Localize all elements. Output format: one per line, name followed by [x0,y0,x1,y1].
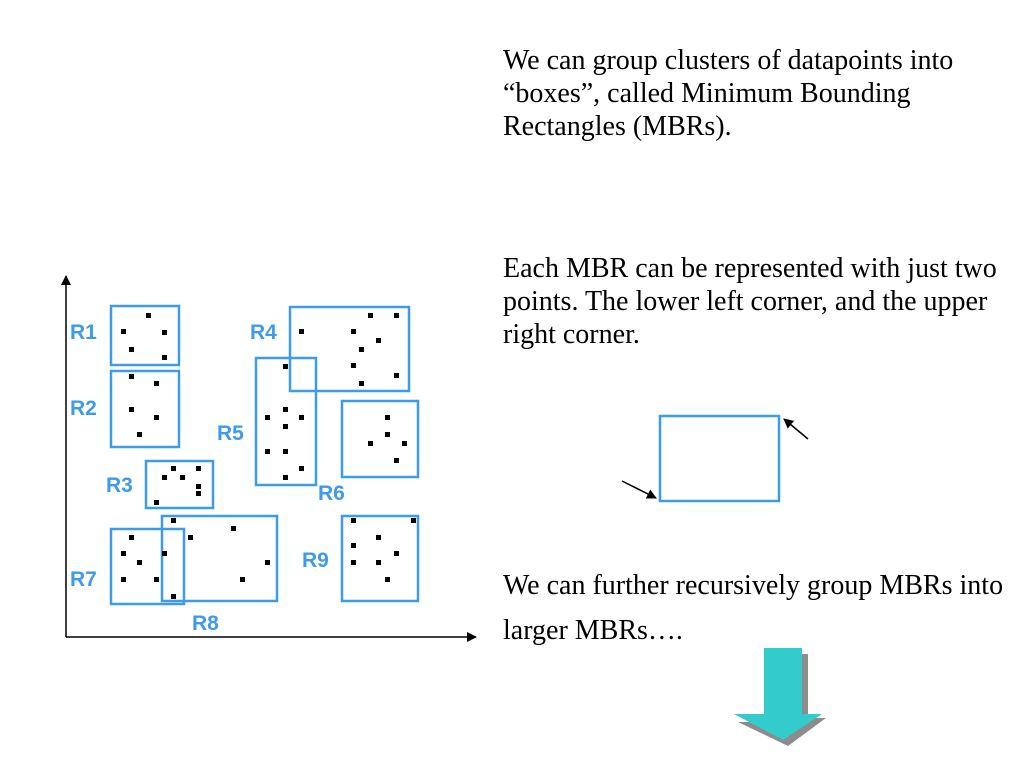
mbr-representation-paragraph: Each MBR can be represented with just tw… [503,253,997,350]
data-point [196,484,201,489]
data-point [351,543,356,548]
data-point [299,329,304,334]
data-point [162,330,167,335]
data-point [121,551,126,556]
data-point [351,560,356,565]
data-point [368,441,373,446]
intro-paragraph: We can group clusters of datapoints into… [503,45,954,142]
data-point [359,347,364,352]
data-point [411,518,416,523]
data-point [171,518,176,523]
data-point [351,329,356,334]
data-point [162,355,167,360]
data-point [231,526,236,531]
data-point [146,313,151,318]
label-r9: R9 [302,549,329,572]
mbr-r9 [340,514,420,603]
data-point [385,415,390,420]
data-points [121,313,416,599]
label-r3: R3 [106,474,133,497]
data-point [283,424,288,429]
mbr-r3 [144,459,215,510]
data-point [154,381,159,386]
mbr-r1 [109,304,181,367]
data-point [196,491,201,496]
data-point [368,313,373,318]
label-r2: R2 [70,397,97,420]
data-point [162,551,167,556]
mbr-r7 [109,527,186,606]
label-r5: R5 [217,422,244,445]
data-point [394,458,399,463]
data-point [154,577,159,582]
data-point [351,518,356,523]
mbr-r4 [288,305,411,393]
data-point [299,466,304,471]
data-point [402,441,407,446]
label-r4: R4 [250,321,277,344]
label-r6: R6 [318,482,345,505]
data-point [154,500,159,505]
data-point [376,560,381,565]
recursive-grouping-paragraph: We can further recursively group MBRs in… [503,570,1004,646]
data-point [265,415,270,420]
coordinate-axes [61,275,477,642]
data-point [121,577,126,582]
data-point [129,347,134,352]
data-point [154,415,159,420]
data-point [351,363,356,368]
example-mbr-box [658,414,781,503]
data-point [162,475,167,480]
data-point [283,475,288,480]
data-point [129,535,134,540]
label-r7: R7 [70,568,97,591]
data-point [394,373,399,378]
data-point [196,466,201,471]
mbr-r8 [160,514,279,603]
data-point [137,432,142,437]
data-point [240,577,245,582]
data-point [283,449,288,454]
data-point [299,415,304,420]
data-point [394,313,399,318]
down-arrow-icon [734,648,826,746]
data-point [394,551,399,556]
example-mbr [621,414,809,503]
data-point [376,535,381,540]
data-point [385,432,390,437]
mbr-r6 [340,399,420,479]
data-point [385,577,390,582]
data-point [129,407,134,412]
data-point [283,407,288,412]
rectangle-labels: R1 R2 R3 R4 R5 R6 R7 R8 R9 [70,321,345,635]
data-point [137,560,142,565]
mbr-boxes [109,304,420,606]
data-point [121,329,126,334]
data-point [376,338,381,343]
data-point [265,449,270,454]
data-point [171,466,176,471]
upper-right-corner-arrow [783,418,809,440]
data-point [180,475,185,480]
data-point [283,364,288,369]
data-point [188,535,193,540]
data-point [359,381,364,386]
data-point [129,374,134,379]
mbr-r5 [254,356,318,487]
label-r1: R1 [70,321,97,344]
lower-left-corner-arrow [621,480,657,499]
label-r8: R8 [192,612,219,635]
mbr-r2 [109,369,181,449]
data-point [265,560,270,565]
data-point [171,594,176,599]
